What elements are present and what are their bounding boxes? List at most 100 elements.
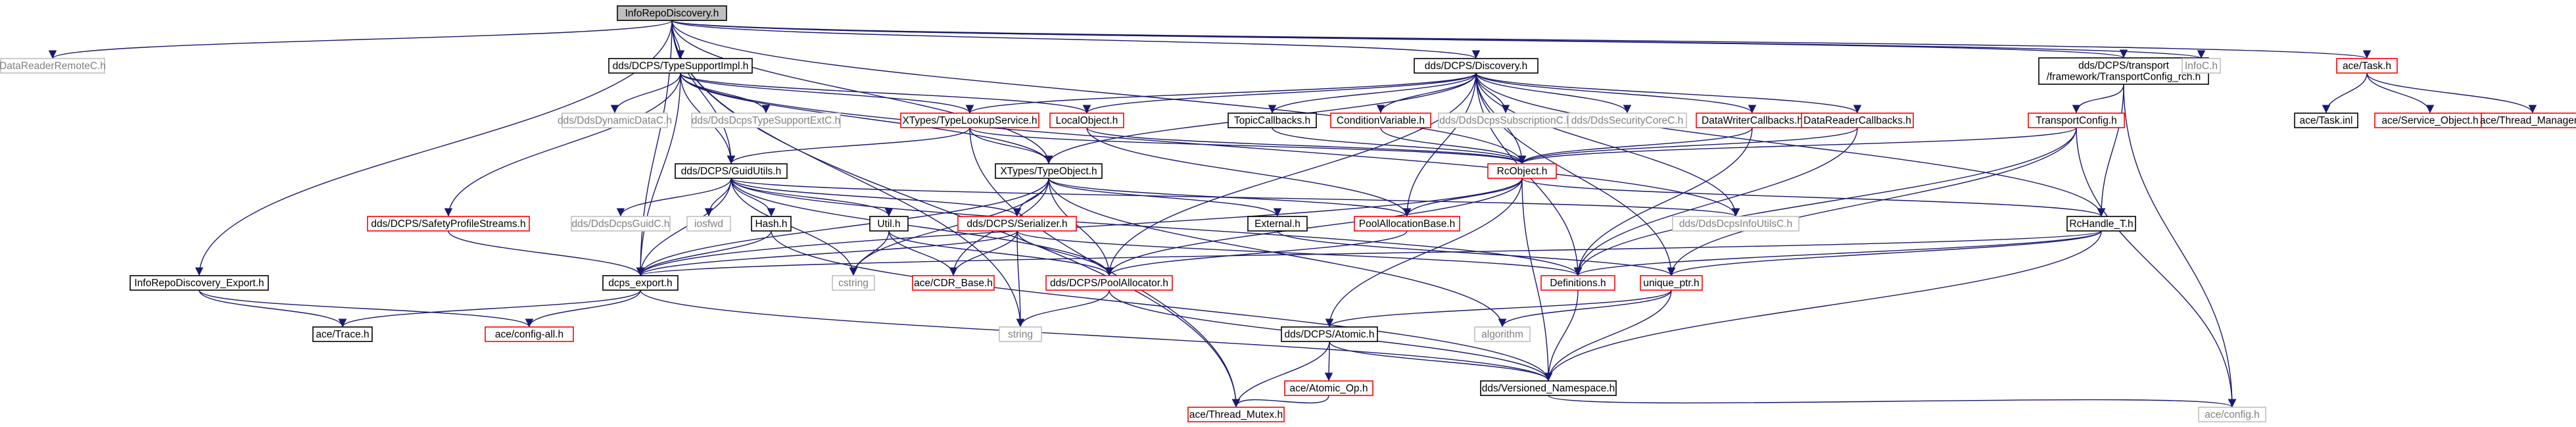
node-box-tcfg: [2038, 57, 2209, 85]
node-tsi[interactable]: dds/DCPS/TypeSupportImpl.h: [608, 58, 753, 74]
node-label-vns: dds/Versioned_Namespace.h: [1482, 383, 1615, 394]
node-label-rch: RcHandle_T.h: [2069, 218, 2133, 230]
node-label-root: InfoRepoDiscovery.h: [625, 8, 719, 19]
node-svco[interactable]: ace/Service_Object.h: [2374, 113, 2486, 128]
edge-tsi-to-ddc: [610, 72, 681, 114]
node-dinfo[interactable]: dds/DdsDcpsInfoUtilsC.h: [1672, 216, 1800, 232]
node-atomic[interactable]: dds/DCPS/Atomic.h: [1281, 326, 1378, 342]
node-label-uptr: unique_ptr.h: [1643, 278, 1699, 289]
node-label-ext: External.h: [1254, 218, 1300, 230]
node-drrc[interactable]: DataReaderRemoteC.h: [0, 58, 106, 74]
edge-dexp-to-cfgall: [525, 289, 641, 328]
node-irde[interactable]: InfoRepoDiscovery_Export.h: [130, 275, 269, 291]
node-thm[interactable]: ace/Thread_Manager.h: [2480, 113, 2576, 128]
node-trace[interactable]: ace/Trace.h: [312, 326, 373, 342]
node-box-trace: [312, 326, 373, 342]
node-box-util: [869, 216, 909, 232]
node-algo[interactable]: algorithm: [1474, 326, 1531, 342]
node-dtse[interactable]: dds/DdsDcpsTypeSupportExtC.h: [691, 113, 841, 128]
node-label-cfgall: ace/config-all.h: [495, 329, 563, 340]
edge-uptr-to-atomic: [1325, 289, 1672, 328]
node-box-dguid: [571, 216, 671, 232]
edge-tsi-to-xto: [680, 72, 1053, 164]
edge-xtls-to-rco: [969, 127, 1526, 164]
edge-guid-to-defs: [730, 178, 1583, 276]
node-dsec[interactable]: dds/DdsSecurityCoreC.h: [1567, 113, 1687, 128]
node-spfs[interactable]: dds/DCPS/SafetyProfileStreams.h: [367, 216, 530, 232]
node-rch[interactable]: RcHandle_T.h: [2066, 216, 2136, 232]
node-guid[interactable]: dds/DCPS/GuidUtils.h: [675, 163, 788, 179]
edge-tconf-to-rco: [1518, 127, 2077, 164]
edge-disc-to-lobj: [1082, 72, 1477, 114]
node-task[interactable]: ace/Task.h: [2336, 58, 2398, 74]
node-tcfg[interactable]: dds/DCPS/transport/framework/TransportCo…: [2038, 57, 2209, 85]
node-label-disc: dds/DCPS/Discovery.h: [1425, 61, 1527, 72]
node-tconf[interactable]: TransportConfig.h: [2028, 113, 2125, 128]
edge-xtls-to-guid: [727, 127, 970, 164]
node-label-task: ace/Task.h: [2343, 61, 2391, 72]
node-label-tcfg: dds/DCPS/transport/framework/TransportCo…: [2047, 61, 2201, 83]
node-dsub[interactable]: dds/DdsDcpsSubscriptionC.h: [1438, 113, 1573, 128]
node-lobj[interactable]: LocalObject.h: [1049, 113, 1124, 128]
node-ext[interactable]: External.h: [1247, 216, 1308, 232]
node-root[interactable]: InfoRepoDiscovery.h: [617, 5, 727, 21]
node-xto[interactable]: XTypes/TypeObject.h: [995, 163, 1103, 179]
edge-guid-to-dexp: [636, 178, 732, 276]
node-thmx[interactable]: ace/Thread_Mutex.h: [1187, 407, 1285, 422]
node-label-spfs: dds/DCPS/SafetyProfileStreams.h: [371, 218, 525, 230]
node-cfgall[interactable]: ace/config-all.h: [485, 326, 574, 342]
edge-rco-to-pab: [1402, 178, 1523, 217]
node-label-aop: ace/Atomic_Op.h: [1290, 383, 1368, 394]
edge-irde-to-cfgall: [199, 289, 534, 328]
node-ser[interactable]: dds/DCPS/Serializer.h: [957, 216, 1077, 232]
node-cvar[interactable]: ConditionVariable.h: [1330, 113, 1431, 128]
edge-task-to-svco: [2366, 72, 2435, 114]
node-cstr[interactable]: cstring: [832, 275, 875, 291]
node-defs[interactable]: Definitions.h: [1540, 275, 1615, 291]
edge-xto-to-pab: [1048, 178, 1412, 217]
node-dguid[interactable]: dds/DdsDcpsGuidC.h: [571, 216, 671, 232]
node-box-uptr: [1640, 275, 1703, 291]
node-hash[interactable]: Hash.h: [751, 216, 792, 232]
edge-rch-to-uptr: [1667, 230, 2102, 276]
node-box-iosfwd: [686, 216, 731, 232]
node-palloc[interactable]: dds/DCPS/PoolAllocator.h: [1045, 275, 1173, 291]
node-box-dsec: [1567, 113, 1687, 128]
edge-root-to-task: [671, 20, 2371, 59]
node-box-irde: [130, 275, 269, 291]
node-xtls[interactable]: XTypes/TypeLookupService.h: [900, 113, 1039, 128]
node-label-guid: dds/DCPS/GuidUtils.h: [681, 166, 781, 177]
node-label-defs: Definitions.h: [1550, 278, 1606, 289]
node-pab[interactable]: PoolAllocationBase.h: [1354, 216, 1460, 232]
node-tcb[interactable]: TopicCallbacks.h: [1228, 113, 1317, 128]
node-acecfg[interactable]: ace/config.h: [2198, 407, 2266, 422]
node-label-lobj: LocalObject.h: [1056, 115, 1118, 126]
node-box-drrc: [0, 58, 105, 74]
node-drcb[interactable]: DataReaderCallbacks.h: [1801, 113, 1914, 128]
node-ddc[interactable]: dds/DdsDynamicDataC.h: [558, 113, 672, 128]
node-vns[interactable]: dds/Versioned_Namespace.h: [1480, 380, 1617, 396]
node-dwcb[interactable]: DataWriterCallbacks.h: [1696, 113, 1809, 128]
node-label-drrc: DataReaderRemoteC.h: [0, 61, 106, 72]
edge-util-to-cstr: [849, 230, 890, 276]
node-box-dinfo: [1672, 216, 1800, 232]
node-dexp[interactable]: dcps_export.h: [602, 275, 679, 291]
edge-tcb-to-rco: [1272, 127, 1527, 164]
node-aop[interactable]: ace/Atomic_Op.h: [1284, 380, 1373, 396]
edge-root-to-infoc: [671, 20, 2205, 59]
node-infoc[interactable]: InfoC.h: [2182, 58, 2221, 74]
node-disc[interactable]: dds/DCPS/Discovery.h: [1414, 58, 1538, 74]
edge-spfs-to-dexp: [448, 230, 645, 276]
node-util[interactable]: Util.h: [869, 216, 909, 232]
node-box-root: [617, 5, 727, 21]
node-uptr[interactable]: unique_ptr.h: [1640, 275, 1703, 291]
node-string[interactable]: string: [999, 326, 1042, 342]
edge-aop-to-thmx: [1231, 395, 1329, 408]
node-cdrb[interactable]: ace/CDR_Base.h: [912, 275, 995, 291]
node-iosfwd[interactable]: iosfwd: [686, 216, 731, 232]
edge-ser-to-palloc: [1016, 230, 1114, 276]
node-box-rch: [2066, 216, 2136, 232]
node-taski[interactable]: ace/Task.inl: [2294, 113, 2358, 128]
node-rco[interactable]: RcObject.h: [1487, 163, 1557, 179]
node-box-drcb: [1801, 113, 1914, 128]
